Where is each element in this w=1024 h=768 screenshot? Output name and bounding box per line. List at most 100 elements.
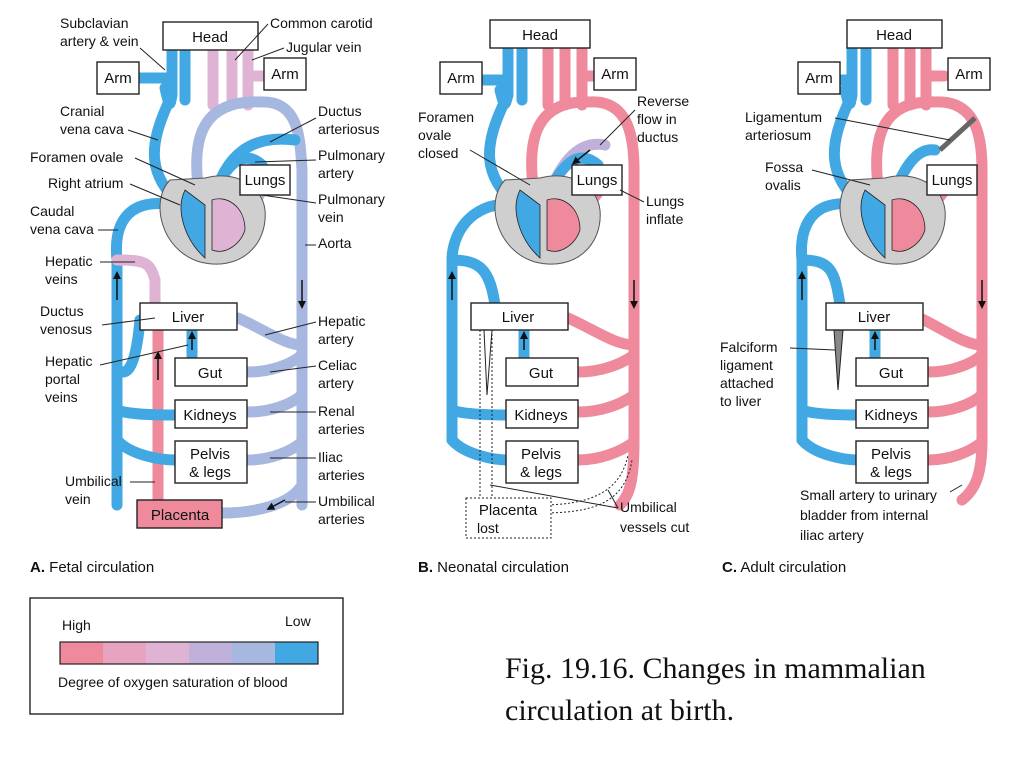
kidneys-box: Kidneys xyxy=(514,407,567,424)
label-cranial-vena-cava: Cranial xyxy=(60,103,104,119)
label-subclavian: Subclavian xyxy=(60,15,129,31)
lungs-box: Lungs xyxy=(932,172,973,189)
label-fossa-ovalis-2: ovalis xyxy=(765,177,801,193)
label-hepatic-veins: Hepatic xyxy=(45,253,92,269)
label-iliac-arteries: Iliac xyxy=(318,449,343,465)
label-caudal-vena-cava: Caudal xyxy=(30,203,74,219)
label-umbilical-arteries-2: arteries xyxy=(318,511,365,527)
label-hepatic-portal-veins-2: portal xyxy=(45,371,80,387)
aortic-arch xyxy=(191,96,308,511)
label-celiac-artery: Celiac xyxy=(318,357,357,373)
panel-c-vessels xyxy=(796,42,988,506)
kidneys-box: Kidneys xyxy=(183,407,236,424)
label-umbilical-vessels-cut: Umbilical xyxy=(620,499,677,515)
legend-step xyxy=(232,642,276,664)
panel-a-arrows xyxy=(113,271,306,510)
label-right-atrium: Right atrium xyxy=(48,175,123,191)
panel-b-labels: Foramen ovale closed Reverse flow in duc… xyxy=(418,93,689,535)
panel-c-title-text: Adult circulation xyxy=(740,559,846,576)
label-falciform-2: ligament xyxy=(720,357,773,373)
label-pulmonary-vein-2: vein xyxy=(318,209,344,225)
panel-c-labels: Ligamentum arteriosum Fossa ovalis Falci… xyxy=(720,109,963,543)
label-foramen-ovale-closed-3: closed xyxy=(418,145,458,161)
label-umbilical-arteries: Umbilical xyxy=(318,493,375,509)
label-falciform-3: attached xyxy=(720,375,774,391)
legend-step xyxy=(275,642,319,664)
label-reverse-flow-3: ductus xyxy=(637,129,678,145)
label-ductus-arteriosus: Ductus xyxy=(318,103,362,119)
liver-box: Liver xyxy=(502,309,535,326)
panel-b-boxes: Head Arm Arm Lungs Liver Gut Kidneys Pel… xyxy=(439,19,637,539)
label-hepatic-portal-veins-3: veins xyxy=(45,389,78,405)
panel-a-title: A. Fetal circulation xyxy=(30,559,154,576)
label-cranial-vena-cava-2: vena cava xyxy=(60,121,124,137)
label-lungs-inflate: Lungs xyxy=(646,193,684,209)
legend-step xyxy=(146,642,190,664)
label-subclavian-2: artery & vein xyxy=(60,33,139,49)
legend-step xyxy=(103,642,147,664)
lungs-box: Lungs xyxy=(245,172,286,189)
panel-b-vessels xyxy=(446,42,640,511)
legend-low-label: Low xyxy=(285,613,312,629)
head-box: Head xyxy=(522,27,558,44)
panel-b-heart xyxy=(494,175,601,265)
placenta-box: Placenta xyxy=(151,507,210,524)
label-jugular-vein: Jugular vein xyxy=(286,39,362,55)
label-fossa-ovalis: Fossa xyxy=(765,159,803,175)
ligamentum-arteriosum xyxy=(938,116,977,152)
label-umbilical-vein: Umbilical xyxy=(65,473,122,489)
label-foramen-ovale: Foramen ovale xyxy=(30,149,124,165)
label-foramen-ovale-closed-2: ovale xyxy=(418,127,452,143)
panel-b-dashed-vessels xyxy=(479,330,633,514)
panel-b-arrows xyxy=(448,149,638,350)
label-pulmonary-vein: Pulmonary xyxy=(318,191,385,207)
panel-a-labels: Subclavian artery & vein Common carotid … xyxy=(30,15,385,527)
lungs-box: Lungs xyxy=(577,172,618,189)
legend-high-label: High xyxy=(62,617,91,633)
panel-a-title-text: Fetal circulation xyxy=(49,559,154,576)
oxygen-legend: High Low Degree of oxygen saturation of … xyxy=(29,597,344,715)
label-ductus-venosus-2: venosus xyxy=(40,321,92,337)
placenta-lost-line2: lost xyxy=(477,520,499,536)
placenta-lost-box: Placenta xyxy=(479,502,538,519)
label-foramen-ovale-closed: Foramen xyxy=(418,109,474,125)
label-small-artery-2: bladder from internal xyxy=(800,507,928,523)
label-umbilical-vessels-cut-2: vessels cut xyxy=(620,519,689,535)
label-ductus-venosus: Ductus xyxy=(40,303,84,319)
pelvis-legs-line2: & legs xyxy=(520,464,562,481)
panel-c-boxes: Head Arm Arm Lungs Liver Gut Kidneys Pel… xyxy=(797,19,991,484)
falciform-ligament xyxy=(833,329,844,391)
pelvis-legs-line2: & legs xyxy=(870,464,912,481)
label-hepatic-artery: Hepatic xyxy=(318,313,365,329)
panel-c-title: C. Adult circulation xyxy=(722,559,846,576)
head-box: Head xyxy=(876,27,912,44)
label-ductus-arteriosus-2: arteriosus xyxy=(318,121,379,137)
label-ligamentum-arteriosum-2: arteriosum xyxy=(745,127,811,143)
label-pulmonary-artery: Pulmonary xyxy=(318,147,385,163)
panel-a-boxes: Head Arm Arm Lungs Liver Gut Kidneys Pel… xyxy=(96,21,307,529)
arm-right-box: Arm xyxy=(601,66,629,83)
gut-box: Gut xyxy=(529,365,554,382)
figure-caption: Fig. 19.16. Changes in mammalian circula… xyxy=(505,648,1005,732)
arm-left-box: Arm xyxy=(104,70,132,87)
label-aorta: Aorta xyxy=(318,235,352,251)
arm-left-box: Arm xyxy=(447,70,475,87)
panel-c-letter: C. xyxy=(722,559,737,576)
label-renal-arteries: Renal xyxy=(318,403,355,419)
label-celiac-artery-2: artery xyxy=(318,375,354,391)
panel-b-letter: B. xyxy=(418,559,433,576)
label-pulmonary-artery-2: artery xyxy=(318,165,354,181)
figure-caption-line2: circulation at birth. xyxy=(505,694,735,727)
gut-box: Gut xyxy=(879,365,904,382)
panel-a-letter: A. xyxy=(30,559,45,576)
label-reverse-flow-2: flow in xyxy=(637,111,677,127)
label-common-carotid: Common carotid xyxy=(270,15,373,31)
head-box: Head xyxy=(192,29,228,46)
panel-b-neonatal: Head Arm Arm Lungs Liver Gut Kidneys Pel… xyxy=(418,19,689,576)
label-hepatic-veins-2: veins xyxy=(45,271,78,287)
liver-box: Liver xyxy=(172,309,205,326)
kidneys-box: Kidneys xyxy=(864,407,917,424)
pelvis-legs-box: Pelvis xyxy=(521,446,561,463)
label-small-artery: Small artery to urinary xyxy=(800,487,937,503)
